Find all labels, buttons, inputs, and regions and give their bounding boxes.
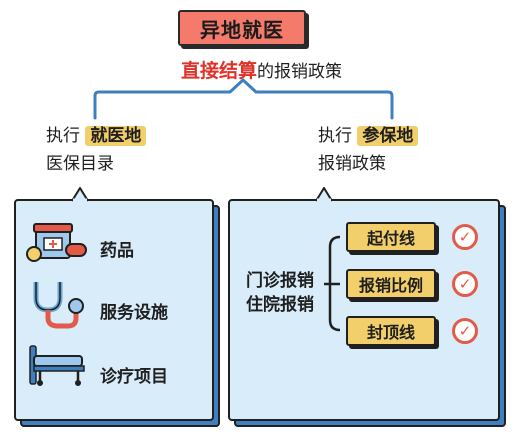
- stethoscope-icon: [33, 282, 84, 329]
- right-header-line2: 报销政策: [318, 154, 386, 174]
- medicine-icon: [26, 223, 87, 262]
- right-tag: 参保地: [357, 126, 419, 146]
- right-header: 执行 参保地 报销政策: [318, 122, 419, 178]
- pill-label-2: 报销比例: [358, 276, 423, 295]
- left-item-label-3: 诊疗项目: [100, 367, 168, 387]
- pill-label-3: 封顶线: [366, 323, 415, 342]
- left-item-label-2: 服务设施: [100, 303, 168, 323]
- pill-label-1: 起付线: [366, 229, 415, 248]
- check-icon: ✓: [452, 271, 478, 297]
- right-prefix: 执行: [318, 126, 352, 146]
- pill-ratio: 报销比例: [346, 269, 436, 299]
- right-header-line1: 执行 参保地: [318, 122, 419, 150]
- pill-cap: 封顶线: [346, 316, 436, 346]
- left-item-label-1: 药品: [100, 241, 134, 261]
- title-box: 异地就医: [178, 10, 306, 46]
- right-source-1: 门诊报销: [246, 271, 314, 291]
- hospital-bed-icon: [29, 345, 85, 386]
- check-icon: ✓: [452, 224, 478, 250]
- subtitle-highlight: 直接结算: [180, 60, 257, 82]
- left-tag: 就医地: [85, 126, 147, 146]
- title-text: 异地就医: [200, 17, 284, 42]
- right-source-2: 住院报销: [246, 295, 314, 315]
- left-prefix: 执行: [46, 126, 80, 146]
- left-header-line2: 医保目录: [46, 154, 114, 174]
- left-header: 执行 就医地 医保目录: [46, 122, 147, 178]
- left-item-facility: [28, 280, 84, 334]
- subtitle-rest: 的报销政策: [257, 62, 342, 82]
- subtitle: 直接结算的报销政策: [0, 56, 523, 83]
- left-item-medicine: [26, 222, 88, 270]
- check-icon: ✓: [452, 318, 478, 344]
- pill-deductible: 起付线: [346, 222, 436, 252]
- left-item-treatment: [26, 342, 90, 392]
- left-header-line1: 执行 就医地: [46, 122, 147, 150]
